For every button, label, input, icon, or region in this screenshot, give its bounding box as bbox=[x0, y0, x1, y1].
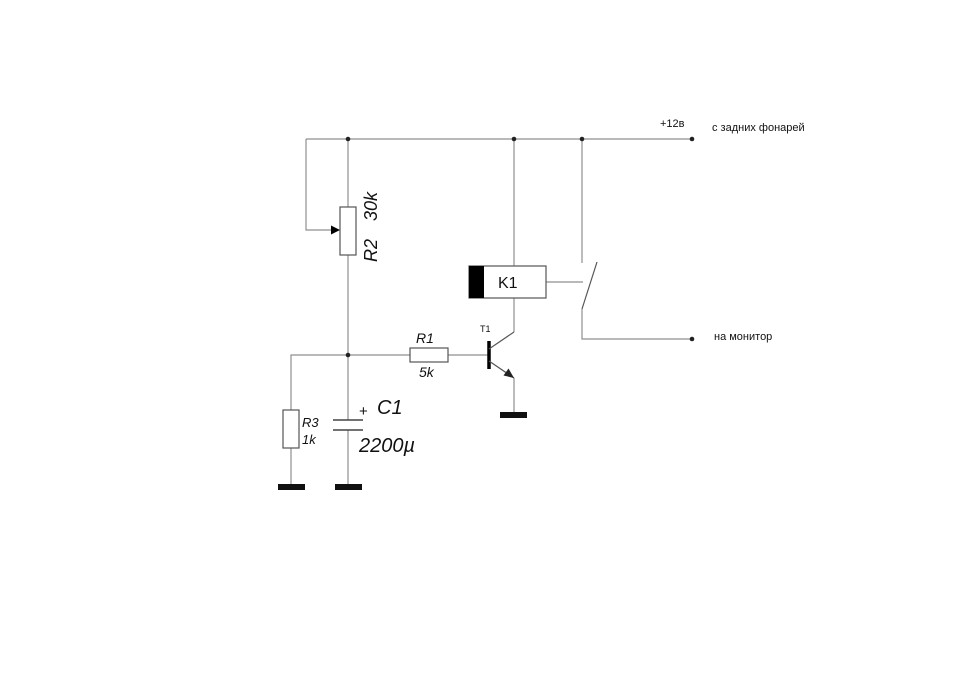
k1-coil-block bbox=[469, 266, 484, 298]
wire-switch-bottom bbox=[581, 309, 692, 340]
terminal-monitor bbox=[689, 336, 695, 342]
junction-dot bbox=[345, 136, 351, 142]
r3-value-label: 1k bbox=[302, 432, 317, 447]
supply-source-label: с задних фонарей bbox=[712, 122, 805, 134]
junction-dot bbox=[345, 352, 351, 358]
r2-body bbox=[339, 206, 357, 256]
t1-ref-label: T1 bbox=[480, 324, 491, 334]
resistor-r1: R1 5k bbox=[409, 330, 449, 380]
terminal-supply bbox=[689, 136, 695, 142]
grounds bbox=[278, 412, 527, 490]
r1-ref-label: R1 bbox=[416, 330, 434, 346]
wire-r3-branch bbox=[290, 354, 348, 410]
c1-value-label: 2200µ bbox=[358, 435, 415, 457]
potentiometer-r2: R2 30k bbox=[331, 191, 381, 262]
ground-symbol bbox=[335, 484, 362, 490]
output-label: на монитор bbox=[714, 331, 772, 343]
junction-dot bbox=[579, 136, 585, 142]
relay-switch-contact bbox=[581, 261, 598, 310]
junctions bbox=[345, 136, 695, 358]
relay-k1: K1 bbox=[468, 265, 547, 299]
r1-value-label: 5k bbox=[419, 364, 435, 380]
k1-ref-label: K1 bbox=[498, 275, 518, 292]
r2-ref-label: R2 bbox=[361, 239, 381, 262]
c1-polarity-mark: + bbox=[359, 403, 368, 420]
r3-ref-label: R3 bbox=[302, 415, 319, 430]
emitter-arrow-icon bbox=[503, 368, 514, 378]
resistor-r3: R3 1k bbox=[282, 409, 319, 449]
r1-body bbox=[409, 347, 449, 363]
r2-value-label: 30k bbox=[361, 191, 381, 221]
wiper-arrow-icon bbox=[331, 225, 340, 235]
c1-ref-label: C1 bbox=[377, 397, 403, 419]
wire-pot-loop bbox=[305, 139, 332, 231]
ground-symbol bbox=[278, 484, 305, 490]
t1-collector bbox=[488, 331, 515, 350]
ground-symbol bbox=[500, 412, 527, 418]
r3-body bbox=[282, 409, 300, 449]
supply-voltage-label: +12в bbox=[660, 118, 685, 130]
junction-dot bbox=[511, 136, 517, 142]
wires bbox=[290, 138, 692, 484]
transistor-t1: T1 bbox=[480, 324, 515, 379]
capacitor-c1: + C1 2200µ bbox=[333, 397, 415, 457]
